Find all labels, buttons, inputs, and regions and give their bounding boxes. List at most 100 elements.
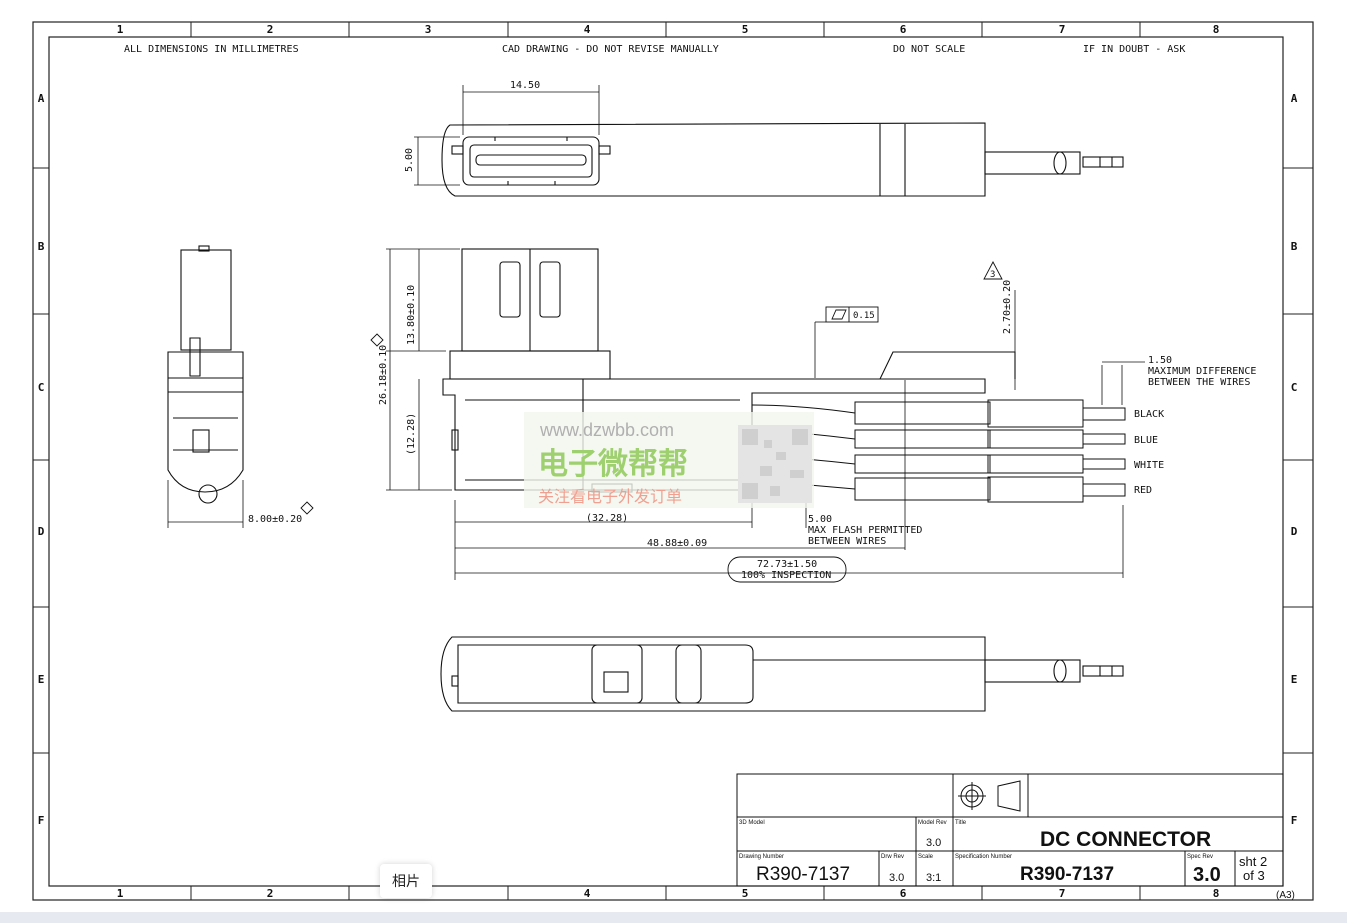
side-view-upper <box>180 249 232 351</box>
label-spec-rev: Spec Rev <box>1187 854 1213 860</box>
note-cad: CAD DRAWING - DO NOT REVISE MANUALLY <box>502 44 719 55</box>
row-label-right: A <box>1291 92 1298 105</box>
note-triangle-number: 3 <box>990 270 995 280</box>
dim-flash-note-2: BETWEEN WIRES <box>808 536 886 547</box>
bottom-view-cable <box>984 659 1081 683</box>
row-label-left: D <box>38 525 45 538</box>
col-label-top: 3 <box>425 23 432 36</box>
row-label-right: F <box>1291 814 1298 827</box>
flatness-icon <box>831 309 847 320</box>
row-label-right: E <box>1291 673 1298 686</box>
dim-total-length: 72.73±1.50 <box>757 559 817 570</box>
dim-overall-length: 48.88±0.09 <box>647 538 707 549</box>
row-label-right: D <box>1291 525 1298 538</box>
bottom-view-body <box>440 636 986 712</box>
flatness-frame <box>825 306 879 323</box>
col-label-top: 5 <box>742 23 749 36</box>
note-triangle-icon <box>983 261 1003 280</box>
dim-height-upper: 13.80±0.10 <box>406 285 417 345</box>
col-label-bottom: 6 <box>900 887 907 900</box>
wire-label-white: WHITE <box>1134 460 1164 471</box>
side-view-body <box>167 351 244 493</box>
dim-side-width: 8.00±0.20 <box>248 514 302 525</box>
dim-flatness: 0.15 <box>853 311 875 321</box>
col-label-top: 7 <box>1059 23 1066 36</box>
dim-wire-diff-note-2: BETWEEN THE WIRES <box>1148 377 1250 388</box>
wire-label-red: RED <box>1134 485 1152 496</box>
side-view <box>167 245 244 504</box>
spec-number-value: R390-7137 <box>1020 864 1114 885</box>
zone-dividers <box>33 22 1313 900</box>
label-drawing-number: Drawing Number <box>739 854 784 860</box>
dim-top-width: 14.50 <box>510 80 540 91</box>
note-scale: DO NOT SCALE <box>893 44 965 55</box>
model-rev-value: 3.0 <box>926 837 941 849</box>
note-doubt: IF IN DOUBT - ASK <box>1083 44 1185 55</box>
top-view-socket <box>462 136 600 186</box>
watermark-url: www.dzwbb.com <box>539 420 674 440</box>
sheet-number: sht 2 <box>1239 854 1267 869</box>
paper-size: (A3) <box>1276 890 1295 901</box>
note-dimensions: ALL DIMENSIONS IN MILLIMETRES <box>124 44 299 55</box>
row-label-left: E <box>38 673 45 686</box>
dim-height-lower: (12.28) <box>406 413 417 455</box>
wire-label-black: BLACK <box>1134 409 1164 420</box>
wire <box>854 454 991 474</box>
label-title: Title <box>955 820 967 826</box>
row-label-left: A <box>38 92 45 105</box>
scale-value: 3:1 <box>926 872 941 884</box>
row-label-left: F <box>38 814 45 827</box>
dim-wire-diff: 1.50 <box>1148 355 1172 366</box>
spec-rev-value: 3.0 <box>1193 864 1221 886</box>
sheet-of: of 3 <box>1243 868 1265 883</box>
dim-inspection: 100% INSPECTION <box>741 570 831 581</box>
wire <box>854 429 991 449</box>
col-label-bottom: 8 <box>1213 887 1220 900</box>
top-view-socket-inner <box>469 144 593 178</box>
top-view-dims <box>414 85 600 186</box>
wire <box>854 401 991 425</box>
title-block <box>736 773 1284 887</box>
bottom-view-latch <box>591 644 643 704</box>
bottom-bar <box>0 912 1347 923</box>
datum-diamond-icon <box>300 501 314 515</box>
top-view-body <box>441 122 986 197</box>
label-model-rev: Model Rev <box>918 820 947 826</box>
col-label-bottom: 7 <box>1059 887 1066 900</box>
drw-rev-value: 3.0 <box>889 872 904 884</box>
row-label-left: B <box>38 240 45 253</box>
wire <box>854 477 991 501</box>
top-view-cable <box>984 151 1081 175</box>
top-view-terminal <box>1082 156 1124 168</box>
dim-body-length: (32.28) <box>586 513 628 524</box>
dim-step-height: 2.70±0.20 <box>1002 280 1013 334</box>
qr-code-icon <box>738 425 812 503</box>
front-view-collar <box>449 350 611 380</box>
col-label-top: 2 <box>267 23 274 36</box>
dim-top-height: 5.00 <box>404 148 415 172</box>
drawing-title: DC CONNECTOR <box>1040 828 1211 851</box>
photo-button[interactable]: 相片 <box>380 864 432 898</box>
front-view-dims <box>386 248 1145 580</box>
col-label-top: 8 <box>1213 23 1220 36</box>
dim-flash-note-1: MAX FLASH PERMITTED <box>808 525 922 536</box>
col-label-bottom: 1 <box>117 887 124 900</box>
projection-icon <box>958 780 1021 812</box>
col-label-bottom: 5 <box>742 887 749 900</box>
outer-frame <box>32 21 1314 901</box>
top-view <box>441 122 1124 197</box>
col-label-top: 1 <box>117 23 124 36</box>
col-label-top: 4 <box>584 23 591 36</box>
row-label-right: B <box>1291 240 1298 253</box>
col-label-bottom: 2 <box>267 887 274 900</box>
dim-height-total: 26.18±0.10 <box>378 345 389 405</box>
bottom-view <box>440 636 1124 712</box>
col-label-bottom: 4 <box>584 887 591 900</box>
row-label-right: C <box>1291 381 1298 394</box>
inspection-bubble <box>727 556 847 583</box>
top-view-contact <box>475 154 587 166</box>
drawing-number-value: R390-7137 <box>756 864 850 885</box>
watermark-name: 电子微帮帮 <box>538 447 688 482</box>
row-label-left: C <box>38 381 45 394</box>
